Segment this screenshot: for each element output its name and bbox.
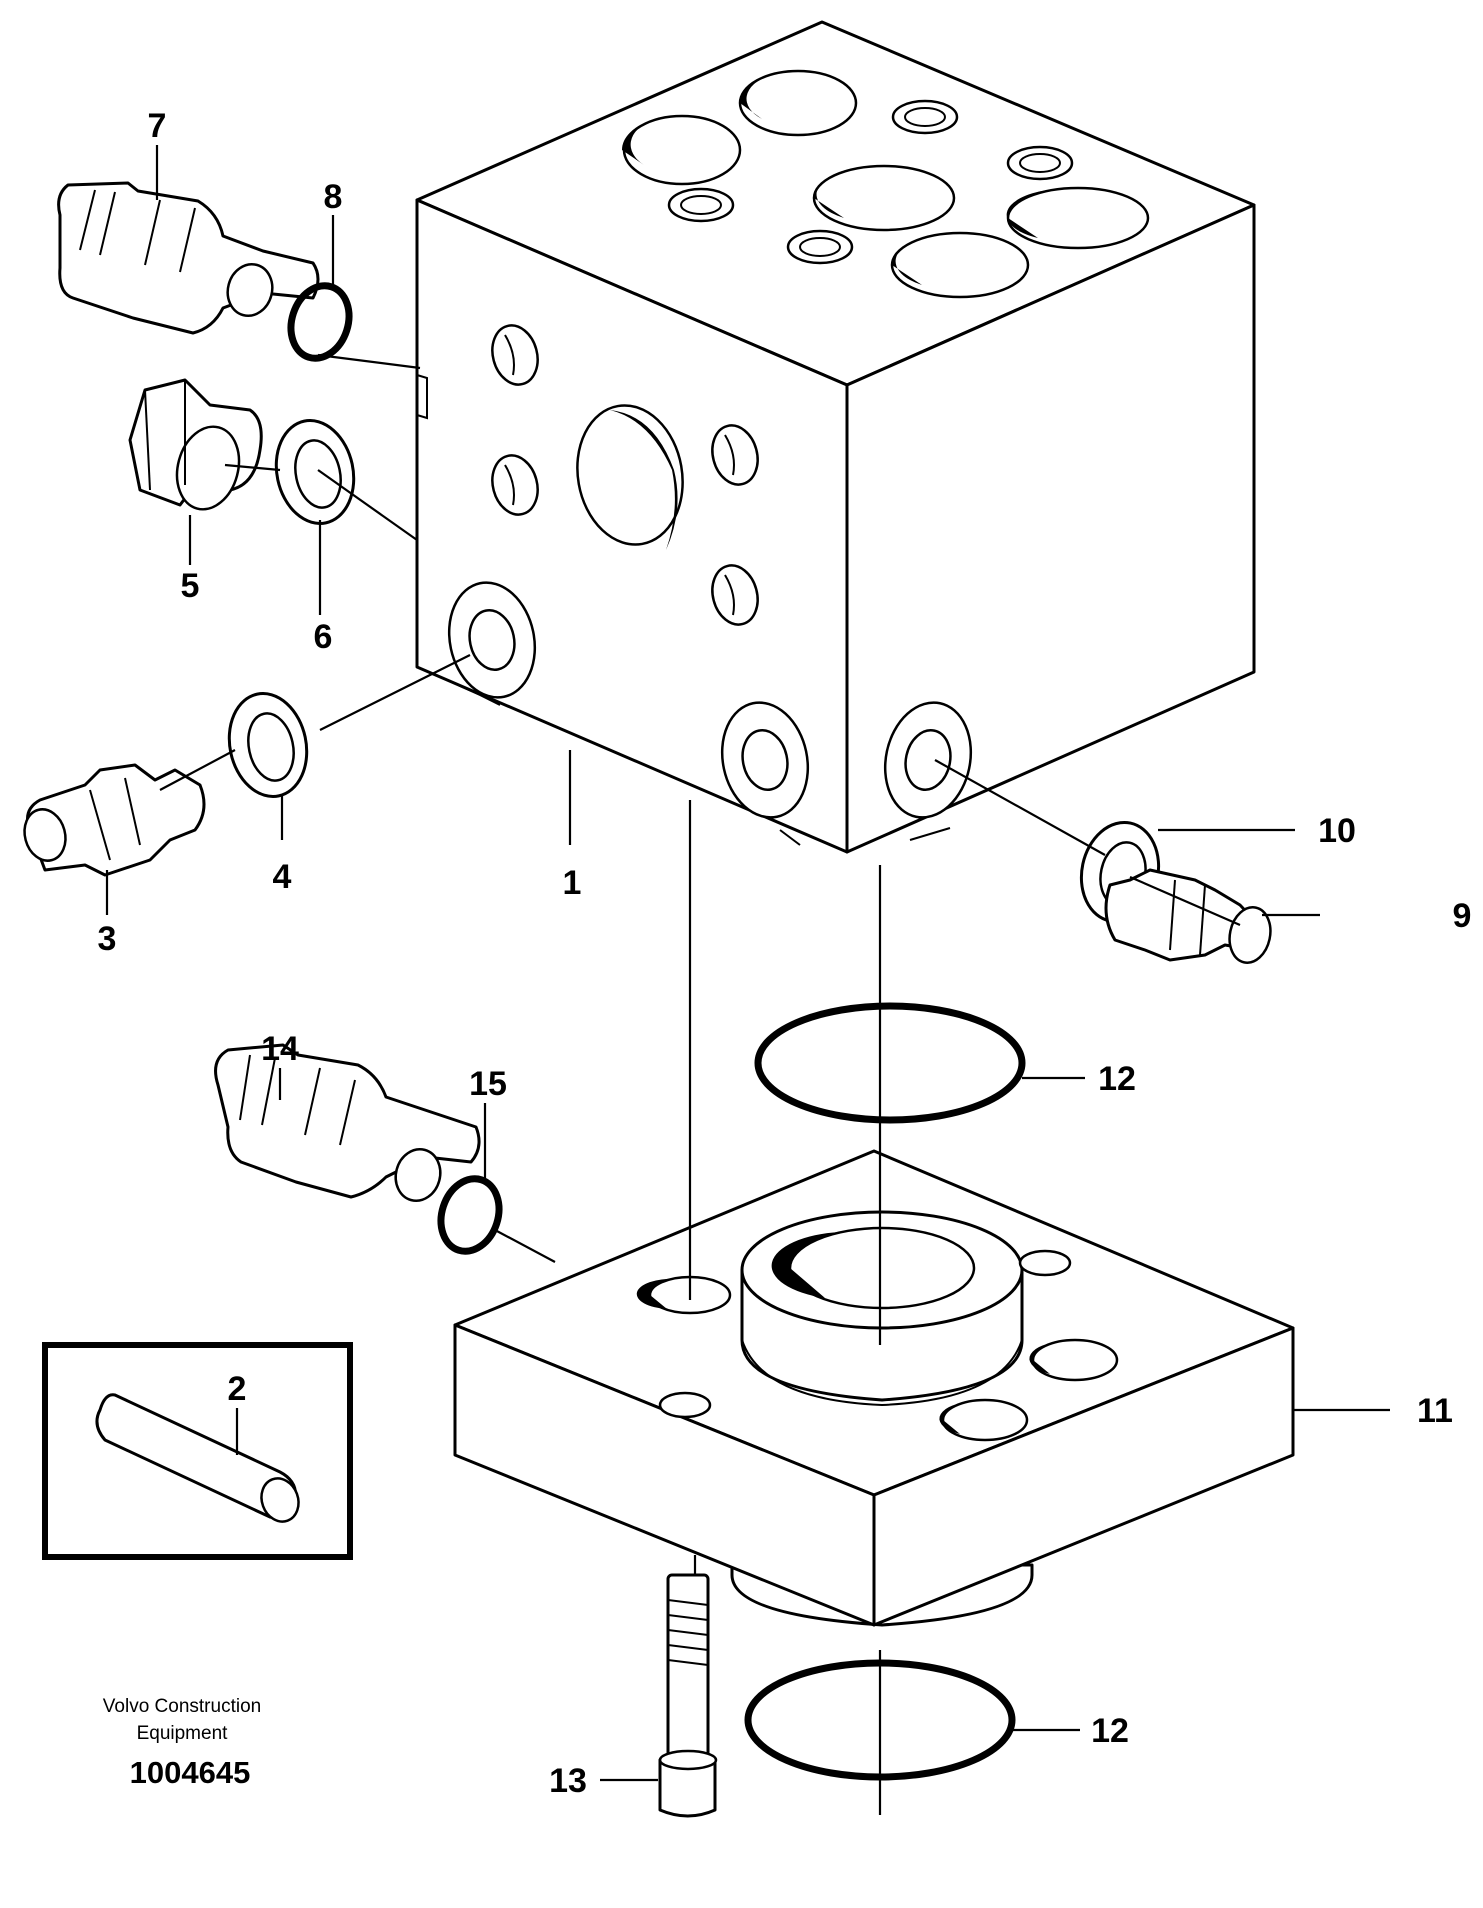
- callout-5: 5: [181, 567, 200, 605]
- nipple-9: [1104, 868, 1272, 964]
- reference-block: Volvo Construction Equipment 1004645: [103, 1696, 261, 1790]
- callout-15: 15: [469, 1065, 507, 1103]
- callout-14: 14: [261, 1030, 299, 1068]
- callout-10: 10: [1318, 812, 1356, 850]
- bolt-13: [658, 1573, 718, 1818]
- callout-1: 1: [563, 864, 582, 902]
- callout-6: 6: [314, 618, 333, 656]
- top-face-ports: [621, 69, 1150, 299]
- o-ring-12-upper: [754, 1002, 1026, 1124]
- callout-12-upper: 12: [1098, 1060, 1136, 1098]
- cartridge-valve-lower: [214, 1043, 481, 1203]
- callout-2: 2: [228, 1370, 247, 1408]
- valve-block: [415, 20, 1256, 854]
- callout-3: 3: [98, 920, 117, 958]
- inset-pin: [42, 1342, 353, 1560]
- brand-line-1: Volvo Construction: [103, 1696, 261, 1717]
- flange-plate: [453, 1149, 1295, 1627]
- cartridge-valve-top: [57, 181, 320, 335]
- right-face-port: [883, 701, 973, 819]
- callout-7: 7: [148, 107, 167, 145]
- callout-4: 4: [273, 858, 292, 896]
- drawing-number: 1004645: [130, 1755, 251, 1790]
- leader-lines: [105, 145, 1390, 1815]
- nipple-3: [23, 763, 206, 877]
- o-ring-15: [437, 1175, 503, 1255]
- callout-13: 13: [549, 1762, 587, 1800]
- washer-4: [227, 692, 309, 798]
- left-face-ports: [447, 324, 810, 819]
- o-ring-8: [287, 282, 353, 362]
- callout-labels: 1 2 3 4 5 6 7 8 9 10 11 12 12 13 14 15: [98, 107, 1472, 1800]
- callout-12-lower: 12: [1091, 1712, 1129, 1750]
- washer-6: [274, 419, 356, 525]
- callout-9: 9: [1453, 897, 1472, 935]
- plug-5: [128, 378, 263, 511]
- callout-8: 8: [324, 178, 343, 216]
- brand-line-2: Equipment: [137, 1723, 229, 1744]
- callout-11: 11: [1417, 1392, 1453, 1430]
